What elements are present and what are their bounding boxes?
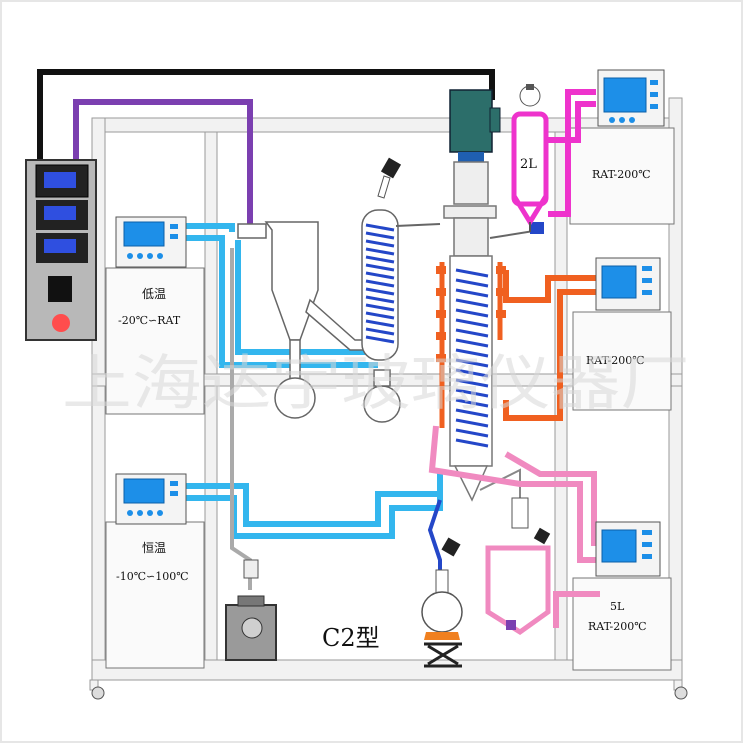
left-upper-cabinet [105,267,205,415]
right-top-cabinet [569,127,675,225]
lower-receiver-flask [485,497,551,636]
top-box-temp: RAT-200℃ [592,168,651,181]
jacket-nubs [436,266,506,362]
mid-box-temp: RAT-200℃ [586,354,645,367]
thermostat-name: 恒温 [142,541,166,555]
right-mid-cabinet [572,311,672,411]
cold-trap [237,221,401,423]
mid-circulator [595,257,661,311]
chiller-name: 低温 [142,287,166,301]
receiving-flask [421,569,463,640]
bottom-box-temp: RAT-200℃ [588,620,647,633]
distillate-outlet [479,468,521,500]
watermark: 上海达宇玻璃仪器厂 [62,349,690,419]
black-cable [37,69,495,160]
lab-jack-icon [424,642,462,668]
purple-cable [73,99,253,228]
pink-lines [428,425,600,628]
left-lower-cabinet [105,521,205,669]
column-body [443,161,497,502]
chiller-circulator [115,216,187,268]
vacuum-pump-icon [225,595,277,661]
control-panel-icon [25,159,97,341]
feed-vessel-capacity: 2L [520,157,537,172]
thermostat-circulator [115,473,187,525]
motor-icon [449,89,501,162]
caster-left [91,686,105,700]
thermostat-range: -10℃∽100℃ [116,570,189,583]
column-coil [455,268,489,448]
condenser-coil [365,223,395,344]
feed-vessel [511,84,549,232]
caster-right [674,686,688,700]
bottom-circulator [595,521,661,577]
top-circulator [597,69,665,127]
magenta-heater-line [548,89,596,217]
bottom-box-capacity: 5L [610,600,625,613]
orange-oil-lines [503,270,596,421]
chiller-range: -20℃∽RAT [118,314,181,327]
model-label: C2型 [322,624,380,652]
